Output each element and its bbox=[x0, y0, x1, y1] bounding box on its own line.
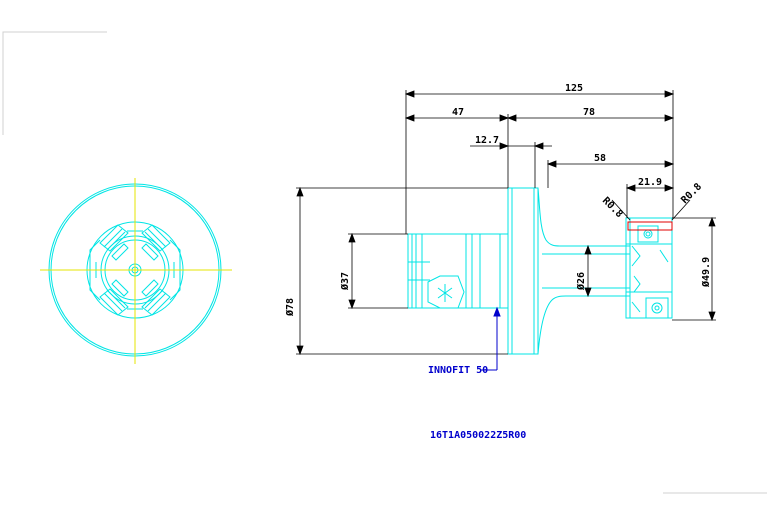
interface-leader bbox=[481, 306, 501, 371]
upper-insert bbox=[637, 225, 659, 243]
neck-bottom bbox=[537, 295, 630, 355]
part-number-label: 16T1A050022Z5R00 bbox=[430, 430, 526, 441]
dim-flange-diameter: Ø78 bbox=[284, 298, 296, 317]
lower-insert bbox=[645, 297, 669, 319]
dim-overall-length: 125 bbox=[565, 83, 583, 94]
viewport-frame-marks bbox=[2, 31, 767, 494]
flange-outline bbox=[507, 187, 539, 355]
dim-shank-length: 47 bbox=[452, 107, 464, 118]
side-view bbox=[407, 187, 673, 355]
dim-flange-offset: 12.7 bbox=[475, 135, 499, 146]
interface-label: INNOFIT 50 bbox=[428, 365, 488, 376]
dimension-lines bbox=[296, 90, 716, 356]
dim-insert-width: 21.9 bbox=[638, 177, 662, 188]
dim-neck-length: 58 bbox=[594, 153, 606, 164]
dim-cutting-diameter: Ø49.9 bbox=[700, 257, 712, 288]
drive-key bbox=[427, 275, 465, 309]
dim-shank-diameter: Ø37 bbox=[339, 272, 351, 291]
insert-highlight bbox=[627, 221, 673, 231]
end-view-centerlines bbox=[40, 178, 232, 364]
neck-top bbox=[537, 187, 630, 247]
dim-body-length: 78 bbox=[583, 107, 595, 118]
dim-neck-diameter: Ø26 bbox=[575, 272, 587, 291]
